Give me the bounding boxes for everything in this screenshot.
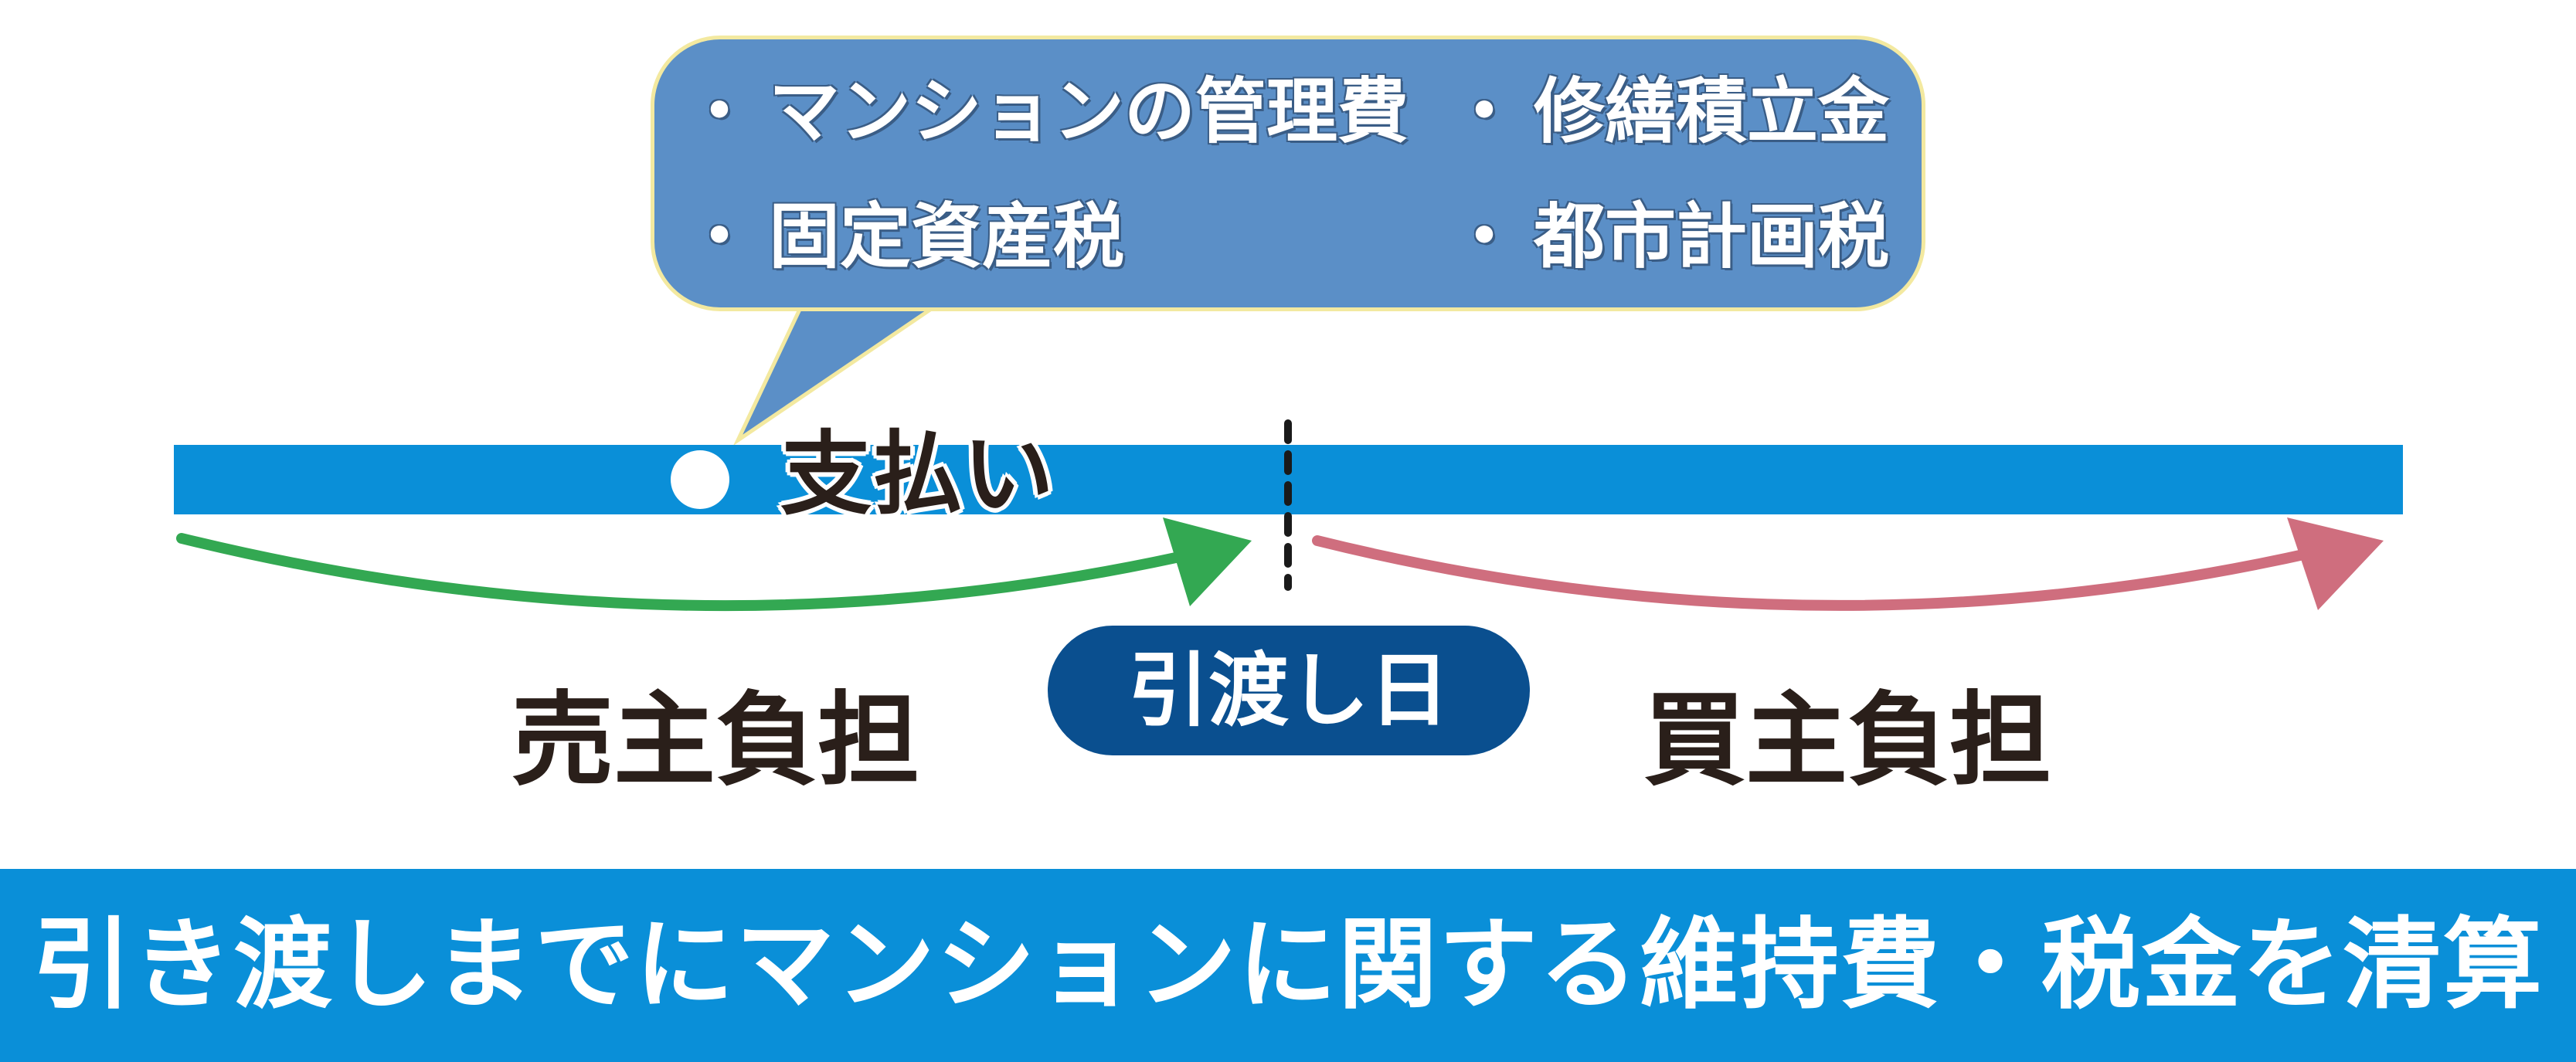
handover-date-badge: 引渡し日 xyxy=(1048,626,1530,755)
bubble-item-text: 都市計画税 xyxy=(1534,195,1890,278)
footer-text: 引き渡しまでにマンションに関する維持費・税金を清算 xyxy=(32,908,2544,1023)
bubble-item-text: 固定資産税 xyxy=(769,195,1125,278)
bullet: ・ xyxy=(1449,195,1521,278)
seller-arrow-line xyxy=(176,533,1195,612)
seller-burden-label: 売主負担 xyxy=(511,681,919,800)
bubble-item-text: マンションの管理費 xyxy=(769,70,1409,153)
buyer-burden-label: 買主負担 xyxy=(1643,681,2051,800)
buyer-arrow-line xyxy=(1312,535,2319,611)
expense-bubble: ・マンションの管理費 ・修繕積立金 ・固定資産税 ・都市計画税 xyxy=(651,36,1925,311)
bullet: ・ xyxy=(1449,70,1521,153)
bullet: ・ xyxy=(684,70,756,153)
bubble-tail xyxy=(732,299,950,446)
payment-point xyxy=(671,450,729,509)
bullet: ・ xyxy=(684,195,756,278)
bubble-item-text: 修繕積立金 xyxy=(1534,70,1890,153)
bubble-item: ・マンションの管理費 xyxy=(684,76,1409,148)
bubble-item: ・都市計画税 xyxy=(1449,202,1889,273)
buyer-arrow-head xyxy=(2287,517,2384,610)
handover-date-label: 引渡し日 xyxy=(1127,643,1449,738)
payment-label: 支払い xyxy=(780,421,1055,528)
seller-arrow-head xyxy=(1163,517,1252,606)
footer-banner: 引き渡しまでにマンションに関する維持費・税金を清算 xyxy=(0,869,2576,1062)
bubble-item: ・修繕積立金 xyxy=(1449,76,1889,148)
bubble-item: ・固定資産税 xyxy=(684,202,1124,273)
